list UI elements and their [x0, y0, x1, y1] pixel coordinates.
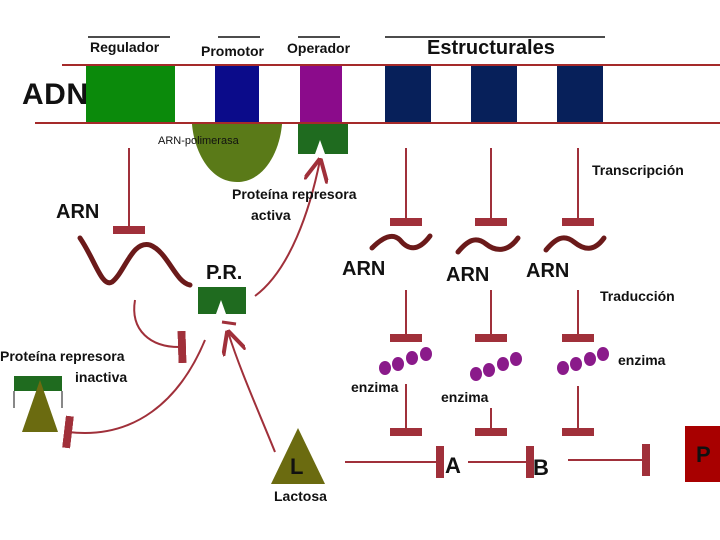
- enzyme-cluster-3: [557, 347, 609, 375]
- lactose-triangle: [271, 428, 325, 484]
- repressor-protein-shape: [198, 287, 246, 314]
- translation-arrows: [390, 290, 594, 342]
- arrow-lactose-to-pr: [228, 332, 276, 453]
- mrna-2: [455, 235, 521, 255]
- label-rna-polymerase: ARN-polimerasa: [158, 135, 239, 147]
- arrow-mrna-to-pr: [133, 299, 187, 364]
- label-product-a: A: [445, 453, 461, 478]
- mrna-3: [543, 235, 607, 253]
- mrna-1: [369, 233, 433, 251]
- label-transcripcion: Transcripción: [592, 162, 684, 178]
- label-product-b: B: [533, 455, 549, 480]
- active-repressor-shape: [298, 124, 348, 154]
- label-adn: ADN: [22, 78, 89, 111]
- inactive-repressor-triangle: [22, 380, 58, 432]
- dna-segment-operador: [300, 66, 342, 122]
- dna-segment-regulador: [86, 66, 175, 122]
- label-active-repressor-line2: activa: [251, 207, 291, 223]
- label-operador: Operador: [287, 40, 351, 56]
- label-enzima-2: enzima: [441, 389, 489, 405]
- label-inactive-repressor-line2: inactiva: [75, 369, 128, 385]
- label-inactive-repressor-line1: Proteína represora: [0, 348, 125, 364]
- transcription-arrows: [113, 148, 594, 234]
- label-arn-1: ARN: [342, 258, 386, 280]
- rna-polymerase-shape: [192, 124, 282, 182]
- label-enzima-1: enzima: [351, 379, 399, 395]
- dna-segment-estructural-1: [385, 66, 431, 122]
- pathway-arrows: [345, 444, 650, 478]
- dna-segment-promotor: [215, 66, 259, 122]
- dna-segment-estructural-2: [471, 66, 517, 122]
- label-pr: P.R.: [206, 262, 243, 284]
- label-lactose-letter: L: [290, 454, 304, 479]
- label-promotor: Promotor: [201, 43, 264, 59]
- label-arn-2: ARN: [446, 264, 490, 286]
- arrow-to-inactive-repressor: [62, 339, 206, 449]
- enzyme-cluster-1: [379, 347, 432, 375]
- label-regulador: Regulador: [90, 39, 160, 55]
- mrna-regulador: [77, 235, 193, 288]
- label-estructurales: Estructurales: [427, 37, 555, 59]
- enzyme-cluster-2: [470, 352, 522, 381]
- inactive-repressor-block: [14, 376, 62, 391]
- enzyme-action-arrows: [390, 384, 594, 436]
- dna-segment-estructural-3: [557, 66, 603, 122]
- label-lactosa: Lactosa: [274, 488, 327, 504]
- product-p-box: [685, 426, 720, 482]
- label-enzima-3: enzima: [618, 352, 666, 368]
- bar-pr-bottom: [221, 320, 237, 326]
- arrow-pr-to-operator: [254, 160, 320, 297]
- label-active-repressor-line1: Proteína represora: [232, 186, 357, 202]
- label-arn-left: ARN: [56, 201, 100, 223]
- label-arn-3: ARN: [526, 260, 570, 282]
- label-traduccion: Traducción: [600, 288, 675, 304]
- label-product-p: P: [696, 442, 711, 467]
